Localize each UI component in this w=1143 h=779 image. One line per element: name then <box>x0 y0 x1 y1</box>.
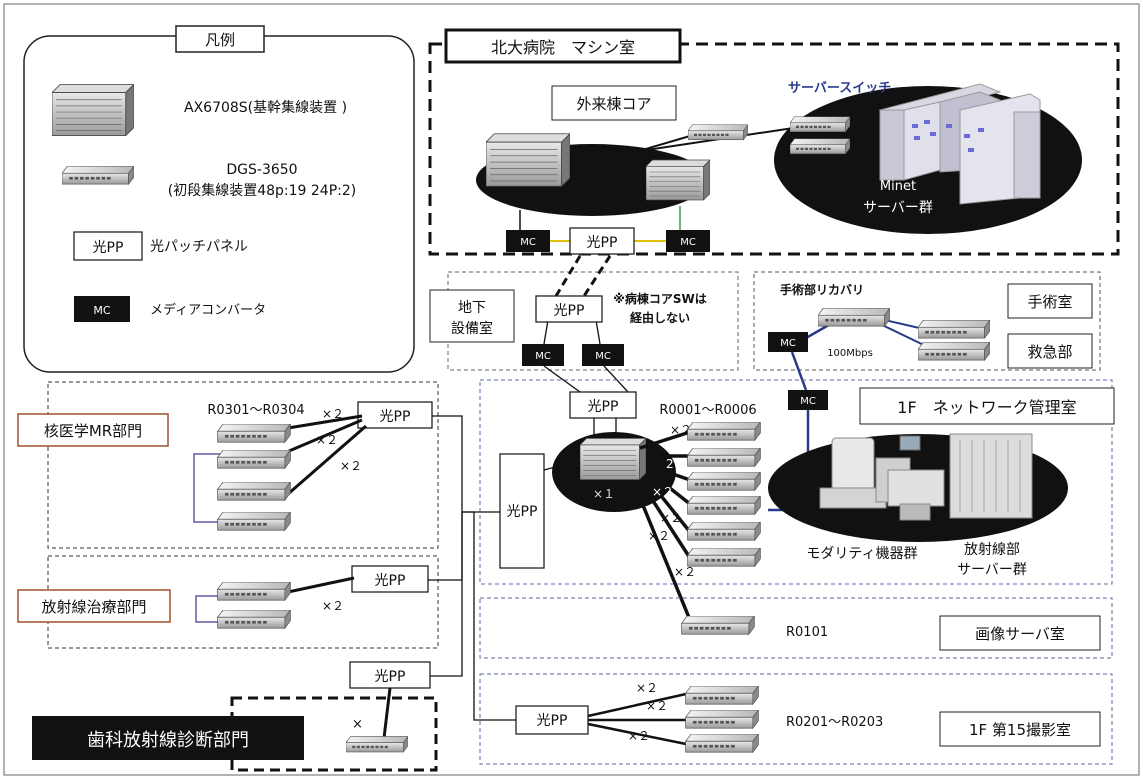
legend-edge-label-1: DGS-3650 <box>226 162 297 178</box>
core-label: 外来棟コア <box>576 95 651 113</box>
underground-label-1: 地下 <box>458 300 486 316</box>
recovery-switch <box>818 308 890 326</box>
pp-dental-label: 光PP <box>375 669 406 685</box>
x2-radiotherapy: ×２ <box>322 599 344 613</box>
mc-underground-left-label: MC <box>535 351 551 362</box>
pp-radiotherapy-label: 光PP <box>375 573 406 589</box>
pp-nw-vertical-label: 光PP <box>507 504 538 520</box>
x2-nuclear-2: ×２ <box>316 433 338 447</box>
nuclear-label: 核医学MR部門 <box>44 422 142 440</box>
image-server-switch <box>682 616 755 634</box>
mc-machine-left-label: MC <box>520 237 536 248</box>
x2-room15-3: ×２ <box>628 729 650 743</box>
core-switch-2 <box>646 160 710 200</box>
legend-pp-box-label: 光PP <box>93 240 124 256</box>
underground-note-2: 経由しない <box>630 310 690 325</box>
legend-mc-label: メディアコンバータ <box>150 302 266 318</box>
underground-note-1: ※病棟コアSWは <box>613 291 707 306</box>
core-switch-icon <box>52 84 134 135</box>
machine-room-title: 北大病院 マシン室 <box>491 38 635 57</box>
legend-edge-label-2: (初段集線装置48p:19 24P:2) <box>168 182 357 199</box>
mc-underground-right-label: MC <box>595 351 611 362</box>
pp-machine-label: 光PP <box>587 235 618 251</box>
nw-switch-5 <box>688 522 761 540</box>
mc-surgery-bottom-label: MC <box>800 396 816 407</box>
surgery-room-label: 手術室 <box>1027 293 1072 311</box>
legend-title: 凡例 <box>205 31 235 49</box>
x2-room15-1: ×２ <box>636 681 658 695</box>
server-switch-3 <box>790 139 850 154</box>
pp-room15-label: 光PP <box>537 713 568 729</box>
legend: 凡例 AX6708S(基幹集線装置 ) DGS-3650 (初段集線装置48p:… <box>24 26 414 372</box>
nw-switch-2 <box>688 448 761 466</box>
nw-core-switch <box>580 438 646 479</box>
x1-label: ×１ <box>593 487 615 501</box>
image-server-title: 画像サーバ室 <box>975 625 1065 643</box>
x2-nw-2: 2 <box>666 457 674 471</box>
nuclear-switch-3 <box>218 482 291 500</box>
room15-switch-1 <box>686 686 759 704</box>
legend-mc-box-label: MC <box>93 304 110 317</box>
modality-label: モダリティ機器群 <box>806 546 917 562</box>
x2-nw-3: ×２ <box>652 485 674 499</box>
room15-title: 1F 第15撮影室 <box>969 721 1071 739</box>
nuclear-switch-2 <box>218 450 291 468</box>
dental-switch <box>346 736 408 752</box>
pp-nw-top-label: 光PP <box>588 399 619 415</box>
nw-switch-1 <box>688 422 761 440</box>
x2-nuclear-1: ×２ <box>322 407 344 421</box>
legend-core-label: AX6708S(基幹集線装置 ) <box>184 99 347 116</box>
x2-nuclear-3: ×２ <box>340 459 362 473</box>
radiotherapy-label: 放射線治療部門 <box>41 598 146 616</box>
network-room-title: 1F ネットワーク管理室 <box>897 398 1076 417</box>
underground-label-2: 設備室 <box>451 320 493 337</box>
dental-x: × <box>352 717 363 732</box>
pp-nuclear-label: 光PP <box>380 409 411 425</box>
emergency-switch <box>918 342 990 360</box>
emergency-room-label: 救急部 <box>1027 343 1072 361</box>
dental-label: 歯科放射線診断部門 <box>87 730 249 751</box>
nw-switch-6 <box>688 548 761 566</box>
surgery-switch <box>918 320 990 338</box>
nuclear-switch-1 <box>218 424 291 442</box>
radiology-label-2: サーバー群 <box>957 562 1027 578</box>
core-switch-1 <box>486 134 570 187</box>
recovery-label: 手術部リカバリ <box>780 282 864 297</box>
image-server-rack: R0101 <box>786 625 828 640</box>
radiology-label-1: 放射線部 <box>964 542 1020 558</box>
legend-pp-label: 光パッチパネル <box>150 239 248 255</box>
pp-underground-label: 光PP <box>554 303 585 319</box>
x2-nw-5: ×２ <box>648 529 670 543</box>
room15-switch-3 <box>686 734 759 752</box>
x2-nw-4: ×２ <box>660 511 682 525</box>
radiotherapy-switch-1 <box>218 582 291 600</box>
radiotherapy-switch-2 <box>218 610 291 628</box>
speed-label: 100Mbps <box>827 348 873 359</box>
minet-label-1: Minet <box>880 179 916 194</box>
nuclear-range: R0301～R0304 <box>207 403 304 418</box>
server-switch-2 <box>790 117 850 132</box>
nuclear-switch-4 <box>218 512 291 530</box>
server-switch-label: サーバースイッチ <box>788 81 891 96</box>
mc-machine-right-label: MC <box>680 237 696 248</box>
nw-switch-3 <box>688 472 761 490</box>
nw-switch-4 <box>688 496 761 514</box>
minet-label-2: サーバー群 <box>863 200 933 216</box>
x2-nw-6: ×２ <box>674 565 696 579</box>
room15-range: R0201～R0203 <box>786 715 883 730</box>
nw-range-label: R0001～R0006 <box>659 403 756 418</box>
edge-switch-icon <box>62 166 134 184</box>
x2-room15-2: ×２ <box>646 699 668 713</box>
mc-surgery-top-label: MC <box>780 338 796 349</box>
server-switch-1 <box>688 125 748 140</box>
room15-switch-2 <box>686 710 759 728</box>
